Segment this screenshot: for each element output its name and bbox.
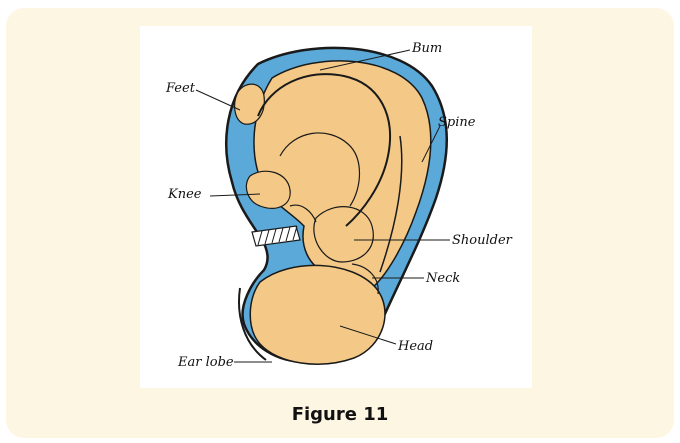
label-neck: Neck [425,271,460,286]
label-feet: Feet [165,81,196,96]
figure-caption: Figure 11 [0,404,680,425]
label-knee: Knee [167,187,202,202]
label-head: Head [397,339,433,354]
fetus-head [250,265,385,364]
ear-illustration: Bum Feet Spine Knee Shoulder Neck Head E… [140,26,532,388]
ear-diagram: Bum Feet Spine Knee Shoulder Neck Head E… [140,26,532,388]
label-ear-lobe: Ear lobe [177,355,234,370]
label-spine: Spine [438,115,476,130]
label-bum: Bum [411,41,442,56]
label-shoulder: Shoulder [452,233,513,248]
